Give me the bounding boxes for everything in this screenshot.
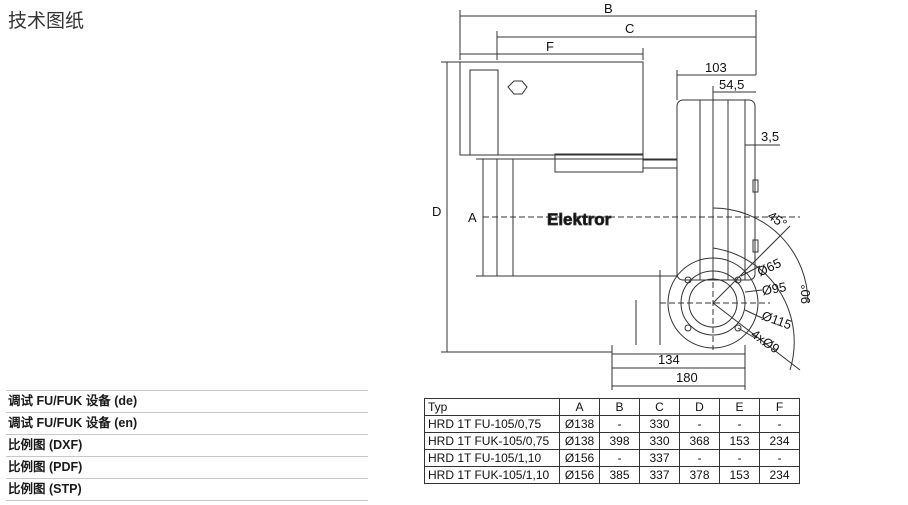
dim-label-134: 134 (658, 352, 680, 367)
table-cell: 330 (639, 415, 680, 433)
table-cell: HRD 1T FUK-105/0,75 (424, 432, 560, 450)
table-cell: 398 (599, 432, 640, 450)
table-row: HRD 1T FUK-105/1,10 Ø156 385 337 378 153… (424, 466, 800, 484)
download-link-commissioning-en[interactable]: 调试 FU/FUK 设备 (en) (6, 412, 368, 434)
download-list: 调试 FU/FUK 设备 (de) 调试 FU/FUK 设备 (en) 比例图 … (6, 390, 368, 501)
table-header-cell: B (599, 398, 640, 416)
angle-90-label: 90° (798, 284, 813, 304)
table-cell: Ø138 (559, 415, 600, 433)
table-cell: - (719, 449, 760, 467)
table-cell: 153 (719, 466, 760, 484)
table-cell: 234 (759, 432, 800, 450)
dim-label-c: C (625, 21, 634, 36)
table-row: HRD 1T FU-105/0,75 Ø138 - 330 - - - (424, 415, 800, 433)
dim-label-a: A (468, 210, 477, 225)
table-cell: HRD 1T FU-105/0,75 (424, 415, 560, 433)
dim-label-180: 180 (676, 370, 698, 385)
dimension-table: Typ A B C D E F HRD 1T FU-105/0,75 Ø138 … (424, 398, 800, 484)
table-cell: 234 (759, 466, 800, 484)
download-link-drawing-pdf[interactable]: 比例图 (PDF) (6, 456, 368, 478)
table-header-cell: C (639, 398, 680, 416)
table-cell: HRD 1T FUK-105/1,10 (424, 466, 560, 484)
table-cell: - (679, 449, 720, 467)
table-cell: 368 (679, 432, 720, 450)
table-cell: - (759, 449, 800, 467)
table-row: HRD 1T FU-105/1,10 Ø156 - 337 - - - (424, 449, 800, 467)
brand-label: Elektror (547, 210, 612, 229)
table-cell: 337 (639, 466, 680, 484)
download-link-drawing-dxf[interactable]: 比例图 (DXF) (6, 434, 368, 456)
table-row: HRD 1T FUK-105/0,75 Ø138 398 330 368 153… (424, 432, 800, 450)
download-link-drawing-stp[interactable]: 比例图 (STP) (6, 478, 368, 501)
download-link-commissioning-de[interactable]: 调试 FU/FUK 设备 (de) (6, 390, 368, 412)
table-header-row: Typ A B C D E F (424, 398, 800, 416)
dim-label-f: F (546, 39, 554, 54)
dim-label-54-5: 54,5 (719, 77, 744, 92)
table-cell: Ø138 (559, 432, 600, 450)
table-header-cell: D (679, 398, 720, 416)
table-header-cell: Typ (424, 398, 560, 416)
section-title: 技术图纸 (8, 11, 85, 32)
dim-label-d: D (432, 204, 441, 219)
table-cell: 378 (679, 466, 720, 484)
table-cell: - (759, 415, 800, 433)
table-cell: - (599, 449, 640, 467)
technical-drawing: B C F 103 54,5 3,5 D A Elektror 45° 90° … (432, 1, 813, 390)
table-cell: - (679, 415, 720, 433)
dim-label-b: B (604, 1, 613, 16)
table-header-cell: A (559, 398, 600, 416)
table-cell: 385 (599, 466, 640, 484)
table-cell: - (599, 415, 640, 433)
dim-label-103: 103 (705, 60, 727, 75)
table-cell: HRD 1T FU-105/1,10 (424, 449, 560, 467)
table-header-cell: F (759, 398, 800, 416)
dim-label-3-5: 3,5 (761, 129, 779, 144)
table-header-cell: E (719, 398, 760, 416)
dia-95-label: Ø95 (761, 279, 788, 298)
table-cell: - (719, 415, 760, 433)
angle-45-label: 45° (765, 208, 790, 232)
table-cell: Ø156 (559, 449, 600, 467)
dia-65-label: Ø65 (755, 255, 784, 279)
table-cell: 153 (719, 432, 760, 450)
table-cell: Ø156 (559, 466, 600, 484)
table-cell: 330 (639, 432, 680, 450)
table-cell: 337 (639, 449, 680, 467)
